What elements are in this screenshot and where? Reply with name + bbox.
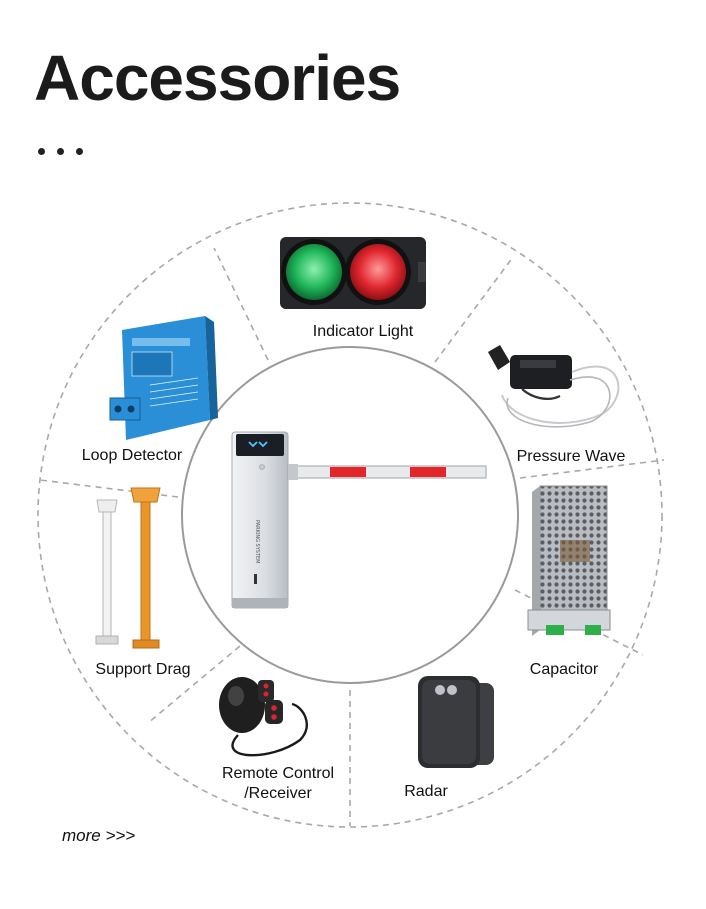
pressure-wave-image: [488, 345, 620, 428]
gate-text: PARKING SYSTEM: [254, 520, 260, 563]
label-indicator-light: Indicator Light: [312, 323, 414, 340]
more-link[interactable]: more >>>: [62, 826, 136, 845]
label-remote-control: Remote Control /Receiver: [221, 765, 335, 802]
indicator-light-image: [280, 237, 426, 309]
label-capacitor: Capacitor: [529, 661, 599, 678]
barrier-gate-image: PARKING SYSTEM: [231, 431, 487, 609]
capacitor-image: [527, 485, 611, 636]
loop-detector-image: [109, 316, 218, 440]
label-support-drag: Support Drag: [95, 661, 191, 678]
outer-dashed-ring: [37, 202, 663, 828]
label-pressure-wave: Pressure Wave: [516, 448, 626, 465]
label-radar: Radar: [404, 783, 448, 800]
radar-image: [418, 676, 494, 768]
label-loop-detector: Loop Detector: [81, 447, 183, 464]
support-drag-image: [95, 487, 161, 649]
page-title: Accessories: [34, 42, 401, 114]
ellipsis-decoration: [38, 148, 83, 155]
remote-control-image: [219, 677, 308, 757]
